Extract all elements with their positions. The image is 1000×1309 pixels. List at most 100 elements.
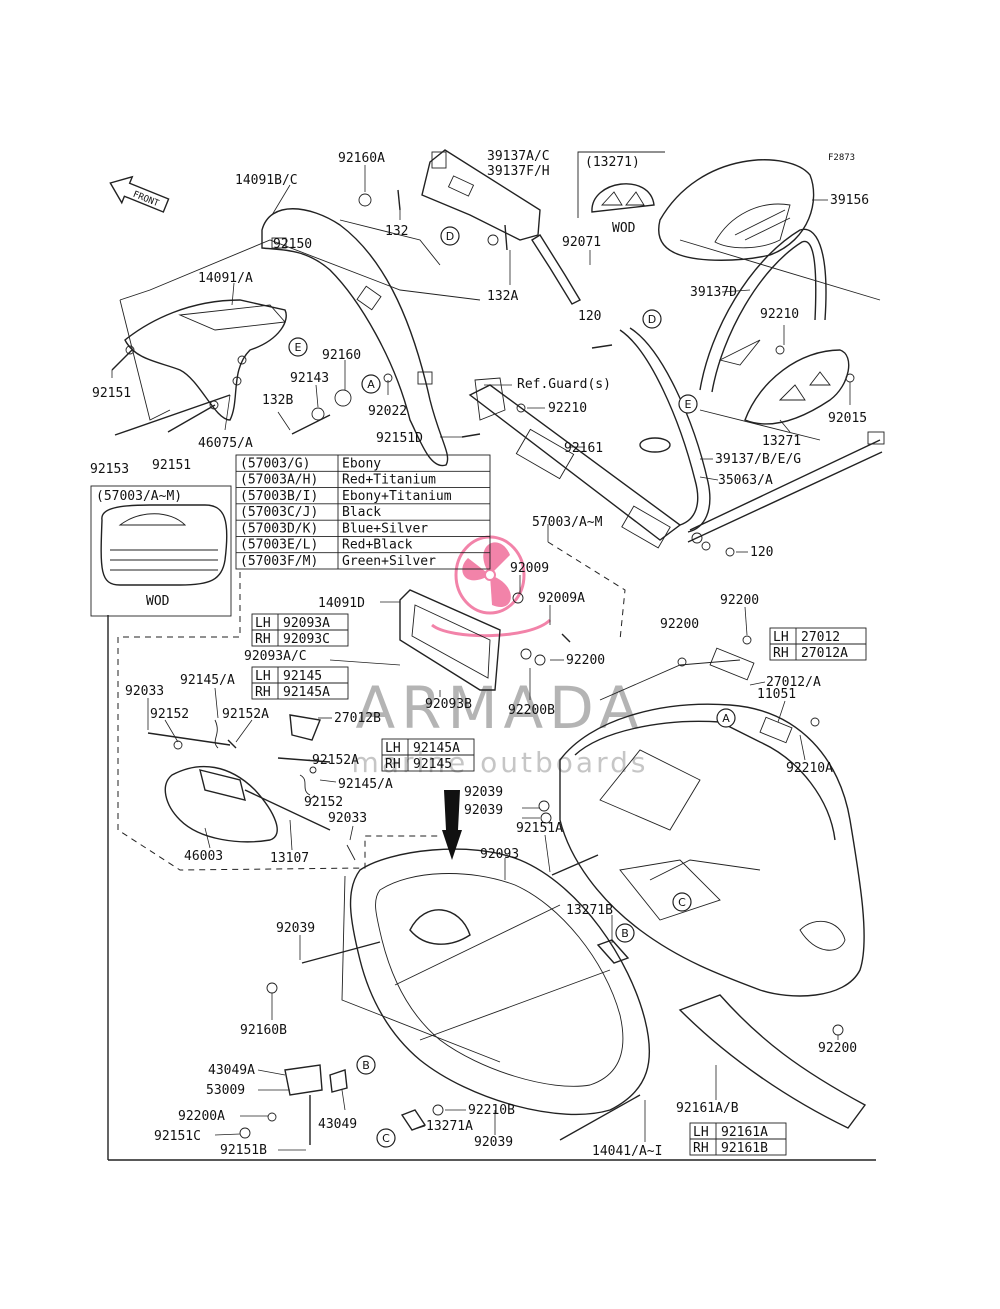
part-label: 43049 — [318, 1117, 357, 1132]
color-code-cell: (57003/G) — [240, 456, 310, 471]
bracket-13271A — [400, 1109, 427, 1131]
part-label: 132A — [487, 289, 518, 304]
part-label: 92071 — [562, 235, 601, 250]
part-label: 13271B — [566, 903, 613, 918]
lhrh-table-92145: LH 92145 RH 92145A — [251, 666, 349, 700]
lock-46003 — [164, 765, 331, 843]
callout-d-top: D — [440, 226, 460, 246]
color-code-cell: (57003E/L) — [240, 538, 318, 553]
part-label: 92200 — [566, 653, 605, 668]
part-label: 92009 — [510, 561, 549, 576]
inset-13271-title: (13271) — [585, 155, 640, 170]
part-label: 92151B — [220, 1143, 267, 1158]
part-label: 39137F/H — [487, 164, 550, 179]
part-label: 120 — [750, 545, 773, 560]
lh-cell: LH — [693, 1125, 709, 1140]
callout-letter: A — [722, 712, 730, 725]
part-label: 92151C — [154, 1129, 201, 1144]
part-label: 92093A/C — [244, 649, 307, 664]
color-name-cell: Ebony+Titanium — [342, 489, 452, 504]
callout-d-right: D — [642, 309, 662, 329]
inset-57003-note: WOD — [146, 594, 170, 609]
part-label: 92145/A — [338, 777, 393, 792]
saddlebag-lid-92093 — [349, 848, 651, 1116]
part-label: 53009 — [206, 1083, 245, 1098]
part-label: 120 — [578, 309, 601, 324]
part-label: 13107 — [270, 851, 309, 866]
part-label: 27012/A — [766, 675, 821, 690]
callout-c-right: C — [672, 892, 692, 912]
inset-57003-title: (57003/A~M) — [96, 489, 182, 504]
part-label: 132 — [385, 224, 408, 239]
rh-cell: RH — [255, 685, 271, 700]
part-label: 92152A — [222, 707, 269, 722]
part-label: 92152A — [312, 753, 359, 768]
assembly-outlines — [117, 219, 881, 1063]
part-labels: F2873 92160A 39137A/C 39137F/H 14091B/C … — [90, 149, 869, 1159]
lhrh-table-27012: LH 27012 RH 27012A — [769, 627, 867, 661]
lh-cell: LH — [255, 616, 271, 631]
mount-bracket-92161 — [468, 377, 682, 549]
callout-a-right: A — [716, 708, 736, 728]
lh-cell: LH — [385, 741, 401, 756]
color-code-cell: (57003A/H) — [240, 473, 318, 488]
hinge-27012B — [289, 714, 321, 741]
lid-bracket-14091D — [399, 589, 501, 691]
part-label: 39156 — [830, 193, 869, 208]
color-name-cell: Red+Titanium — [342, 473, 436, 488]
armada-watermark: ARMADA marine outboards — [352, 535, 649, 779]
part-label: 92151 — [92, 386, 131, 401]
part-label: 92152 — [150, 707, 189, 722]
part-label: 46003 — [184, 849, 223, 864]
rh-value: 27012A — [801, 646, 848, 661]
callout-letter: A — [367, 378, 375, 391]
part-label: Ref.Guard(s) — [517, 377, 611, 392]
side-plate-13271 — [744, 349, 850, 425]
color-code-cell: (57003C/J) — [240, 505, 318, 520]
part-label: 92200 — [720, 593, 759, 608]
rh-value: 92145 — [413, 757, 452, 772]
part-label: 92200 — [660, 617, 699, 632]
front-arrow: FRONT — [109, 175, 170, 213]
figure-id: F2873 — [828, 153, 855, 163]
lh-cell: LH — [773, 630, 789, 645]
part-label: 92200A — [178, 1109, 225, 1124]
part-label: 92145/A — [180, 673, 235, 688]
part-label: 92150 — [273, 237, 312, 252]
assembly-arrow — [442, 790, 462, 860]
backrest-frame-39137D — [699, 228, 827, 393]
part-label: 92152 — [304, 795, 343, 810]
callout-letter: B — [621, 927, 629, 940]
lh-value: 92145A — [413, 741, 460, 756]
part-label: 46075/A — [198, 436, 253, 451]
part-label: 92153 — [90, 462, 129, 477]
part-label: 92143 — [290, 371, 329, 386]
frame-lines — [107, 615, 876, 1161]
part-label: 92033 — [328, 811, 367, 826]
part-label: 92160B — [240, 1023, 287, 1038]
callout-circles: D D E E A A C B B C — [288, 226, 736, 1148]
callout-a-top: A — [361, 374, 381, 394]
callout-letter: D — [446, 230, 454, 243]
leader-lines — [111, 165, 851, 1151]
part-label: 92039 — [276, 921, 315, 936]
part-label: 92093B — [425, 697, 472, 712]
part-label: 27012B — [334, 711, 381, 726]
watermark-tagline: marine outboards — [352, 746, 649, 779]
part-label: 92161 — [564, 441, 603, 456]
part-label: 92039 — [464, 785, 503, 800]
part-label: 92151 — [152, 458, 191, 473]
callout-letter: E — [685, 398, 692, 411]
part-label: 39137A/C — [487, 149, 550, 164]
rear-bracket-39137AC — [421, 149, 581, 305]
fasteners — [111, 189, 855, 1141]
part-label: 35063/A — [718, 473, 773, 488]
rh-cell: RH — [255, 632, 271, 647]
callout-letter: C — [678, 896, 686, 909]
part-label: 92015 — [828, 411, 867, 426]
lhrh-table-92093: LH 92093A RH 92093C — [251, 613, 349, 647]
color-table: (57003/G)Ebony(57003A/H)Red+Titanium(570… — [235, 454, 491, 570]
callout-letter: C — [382, 1132, 390, 1145]
backrest-39156 — [658, 159, 815, 261]
